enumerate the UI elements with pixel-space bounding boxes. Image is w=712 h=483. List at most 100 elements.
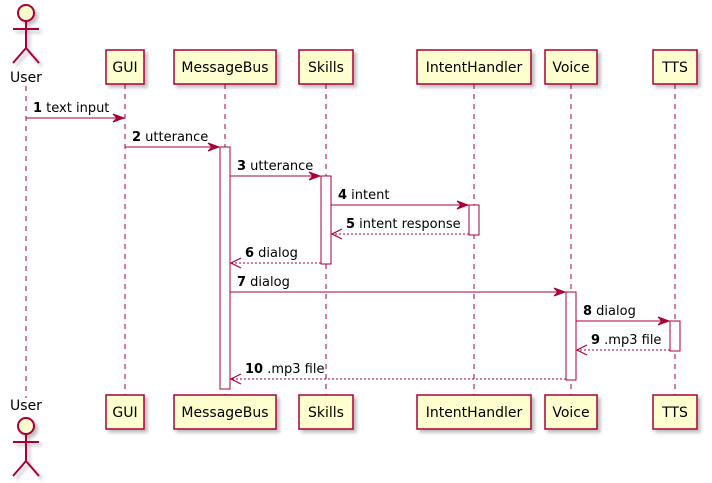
message-label: 2 utterance [132, 130, 208, 145]
participant-box [105, 49, 145, 85]
message-label: 10 .mp3 file [245, 362, 324, 377]
message-label: 4 intent [338, 188, 389, 203]
message-label: 7 dialog [237, 275, 290, 290]
message-text: text input [42, 101, 109, 116]
arrowhead [657, 316, 671, 326]
participant-voice-top: Voice [544, 49, 598, 85]
arrowhead-open [330, 228, 343, 240]
message-number: 3 [237, 159, 246, 174]
actor-user-top: User [10, 4, 42, 86]
participant-label: Skills [308, 405, 344, 421]
activation-bar-tts [669, 320, 681, 352]
participant-bus-bottom: MessageBus [173, 394, 277, 430]
participant-box [416, 394, 532, 430]
message-number: 7 [237, 275, 246, 290]
arrowhead [308, 171, 322, 181]
participant-box [544, 394, 598, 430]
message-number: 2 [132, 130, 141, 145]
participant-intent-bottom: IntentHandler [416, 394, 532, 430]
participant-label: IntentHandler [426, 60, 523, 76]
participant-intent-top: IntentHandler [416, 49, 532, 85]
message-text: intent [347, 188, 389, 203]
participant-box [652, 394, 698, 430]
actor-head [17, 4, 35, 22]
participant-box [173, 394, 277, 430]
participant-label: TTS [661, 405, 688, 421]
arrowhead [553, 287, 567, 297]
participant-label: Skills [308, 60, 344, 76]
message-5: 5 intent response [330, 217, 469, 240]
actor-icon [12, 417, 40, 477]
participant-gui-bottom: GUI [105, 394, 145, 430]
message-label: 3 utterance [237, 159, 313, 174]
message-text: intent response [355, 217, 461, 232]
message-2: 2 utterance [125, 130, 221, 152]
participant-label: Voice [552, 60, 589, 76]
participant-label: IntentHandler [426, 405, 523, 421]
participant-label: User [10, 70, 42, 86]
arrowhead [207, 142, 221, 152]
message-9: 9 .mp3 file [575, 333, 670, 356]
message-text: .mp3 file [600, 333, 661, 348]
participant-bus-top: MessageBus [173, 49, 277, 85]
participant-voice-bottom: Voice [544, 394, 598, 430]
arrowhead-open [575, 344, 588, 356]
participant-label: MessageBus [181, 60, 268, 76]
activation-bar-skills [320, 175, 332, 265]
actor-head [17, 417, 35, 435]
participant-box [416, 49, 532, 85]
message-7: 7 dialog [230, 275, 567, 297]
message-number: 6 [245, 246, 254, 261]
message-text: dialog [246, 275, 290, 290]
participant-label: GUI [112, 60, 137, 76]
participant-box [173, 49, 277, 85]
participant-label: MessageBus [181, 405, 268, 421]
participant-label: GUI [112, 405, 137, 421]
participant-label: TTS [661, 60, 688, 76]
arrowhead [112, 113, 126, 123]
message-text: dialog [254, 246, 298, 261]
participant-box [298, 394, 354, 430]
arrowhead-open [229, 373, 242, 385]
arrowhead [456, 200, 470, 210]
message-number: 8 [583, 304, 592, 319]
message-label: 1 text input [33, 101, 109, 116]
message-4: 4 intent [331, 188, 470, 210]
message-8: 8 dialog [576, 304, 671, 326]
message-label: 5 intent response [346, 217, 461, 232]
participant-gui-top: GUI [105, 49, 145, 85]
activation-bar-bus [219, 146, 231, 390]
participant-tts-top: TTS [652, 49, 698, 85]
participant-box [105, 394, 145, 430]
message-number: 4 [338, 188, 347, 203]
participant-box [298, 49, 354, 85]
message-text: utterance [141, 130, 208, 145]
actor-icon [12, 4, 40, 64]
participant-box [652, 49, 698, 85]
message-3: 3 utterance [230, 159, 322, 181]
activation-bar-voice [565, 291, 577, 381]
message-text: dialog [592, 304, 636, 319]
message-number: 10 [245, 362, 263, 377]
message-1: 1 text input [26, 101, 126, 123]
message-number: 9 [591, 333, 600, 348]
participant-skills-bottom: Skills [298, 394, 354, 430]
actor-leg-left [12, 47, 27, 64]
message-label: 9 .mp3 file [591, 333, 661, 348]
message-text: utterance [246, 159, 313, 174]
message-number: 5 [346, 217, 355, 232]
message-10: 10 .mp3 file [229, 362, 566, 385]
message-6: 6 dialog [229, 246, 321, 269]
message-label: 8 dialog [583, 304, 636, 319]
message-number: 1 [33, 101, 42, 116]
arrowhead-open [229, 257, 242, 269]
participant-tts-bottom: TTS [652, 394, 698, 430]
participant-label: Voice [552, 405, 589, 421]
message-text: .mp3 file [263, 362, 324, 377]
actor-leg-right [25, 460, 40, 477]
participant-box [544, 49, 598, 85]
participant-skills-top: Skills [298, 49, 354, 85]
participant-label: User [10, 398, 42, 414]
actor-leg-left [12, 460, 27, 477]
